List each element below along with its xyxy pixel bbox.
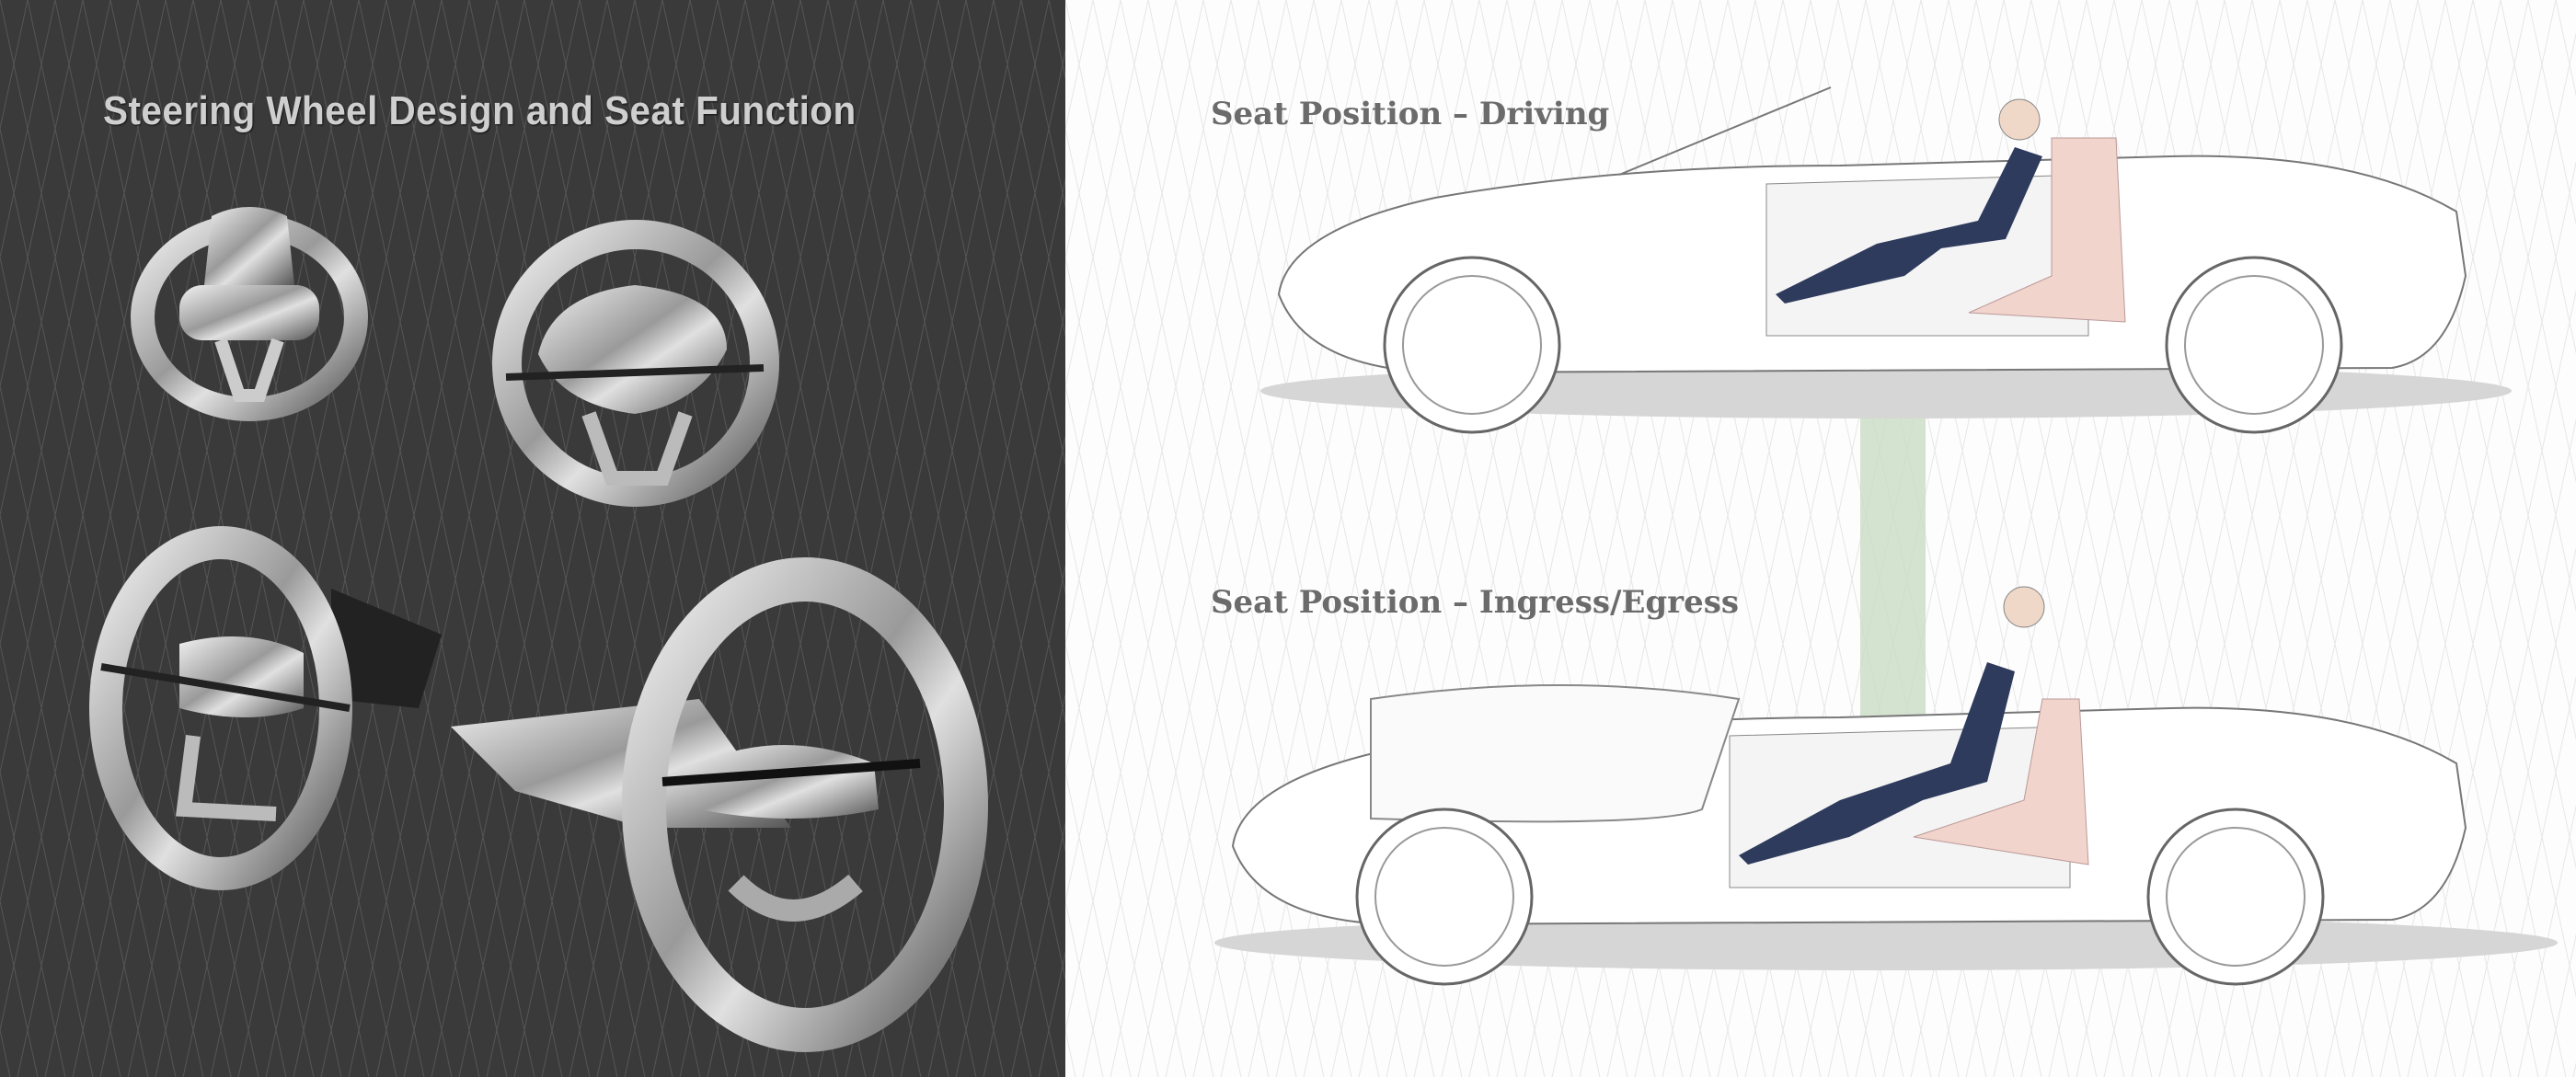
steering-wheel-panel: [0, 0, 1065, 1077]
steering-wheel-front-view: [131, 207, 368, 421]
driving-section-title: Seat Position – Driving: [1211, 96, 1610, 132]
steering-wheel-three-quarter-view: [492, 220, 779, 507]
car-ingress-egress-position: [1214, 586, 2558, 986]
ingress-section-title: Seat Position – Ingress/Egress: [1211, 584, 1739, 621]
steering-wheel-perspective-view: [451, 557, 988, 1052]
page-title: Steering Wheel Design and Seat Function: [103, 88, 857, 133]
car-driving-position: [1260, 86, 2512, 434]
steering-wheel-side-view: [89, 526, 442, 890]
